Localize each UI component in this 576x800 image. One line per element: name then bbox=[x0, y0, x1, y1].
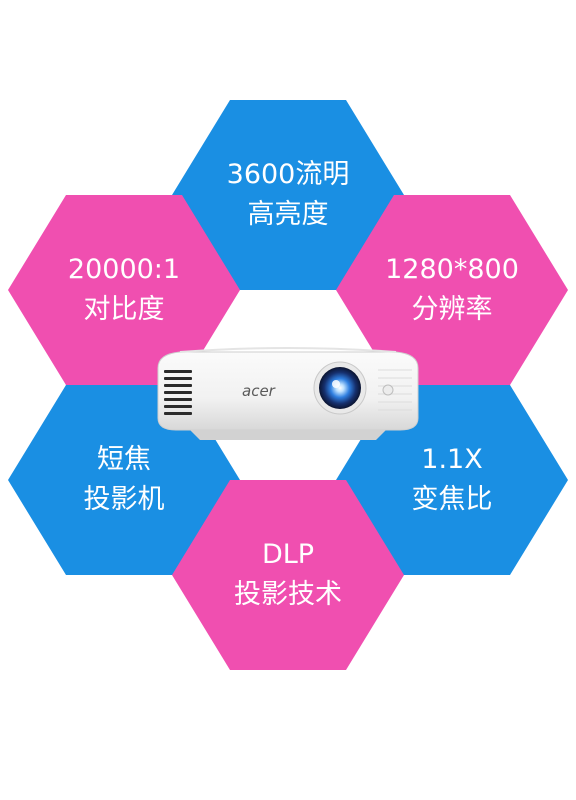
hex-short-throw-line2: 投影机 bbox=[83, 484, 165, 515]
hex-resolution-label: 分辨率 bbox=[411, 294, 493, 325]
hex-contrast-label: 对比度 bbox=[83, 294, 165, 325]
hex-contrast-value: 20000:1 bbox=[67, 254, 181, 285]
hex-dlp-value: DLP bbox=[261, 539, 315, 570]
hex-resolution-value: 1280*800 bbox=[385, 254, 519, 285]
hex-zoom-ratio-label: 变焦比 bbox=[411, 484, 493, 515]
projector-image: acer bbox=[157, 347, 419, 440]
hex-brightness-label: 高亮度 bbox=[247, 199, 329, 230]
hex-short-throw-line1: 短焦 bbox=[97, 444, 151, 475]
hex-zoom-ratio-value: 1.1X bbox=[421, 444, 483, 475]
hex-brightness-value: 3600流明 bbox=[226, 159, 350, 190]
projector-brand-logo: acer bbox=[242, 382, 276, 400]
hex-dlp-label: 投影技术 bbox=[234, 579, 342, 610]
